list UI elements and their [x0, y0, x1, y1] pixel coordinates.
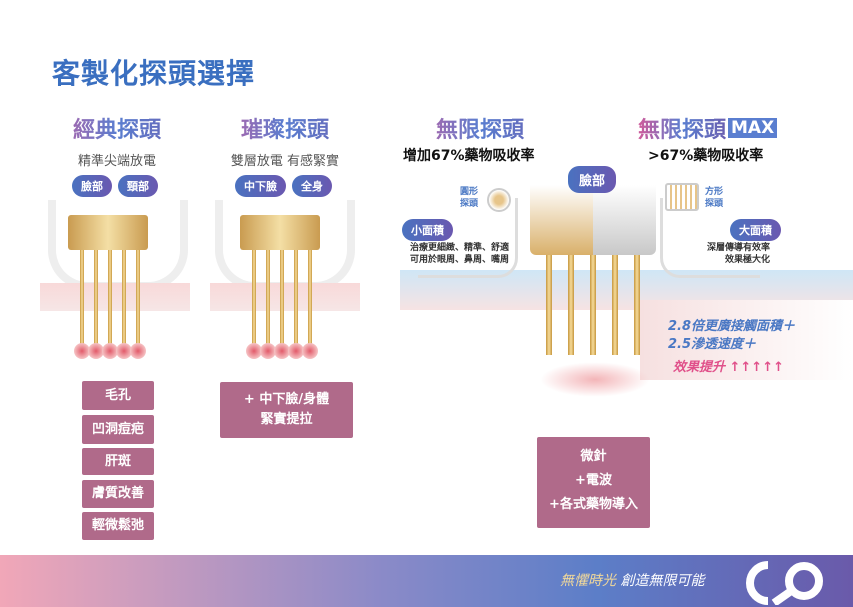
heat-ring-icon	[130, 343, 146, 359]
square-probe-half	[593, 185, 656, 255]
logo-icon	[746, 561, 823, 605]
large-area-tag: 大面積	[730, 219, 781, 241]
round-probe-label: 圓形 探頭	[460, 187, 479, 209]
slogan-b: 創造無限可能	[620, 573, 705, 589]
needle-icon	[590, 255, 596, 355]
needle-icon	[612, 255, 618, 355]
benefit-penetration: 2.5滲透速度＋	[668, 337, 757, 352]
heat-glow	[540, 362, 650, 397]
needle-icon	[136, 250, 140, 345]
infinite-probe-title: 無限探頭	[400, 112, 560, 144]
needle-icon	[308, 250, 312, 345]
label-melasma: 肝斑	[82, 448, 154, 475]
label-lower-face-body: + 中下臉/身體 緊實提拉	[220, 382, 353, 438]
tag-face: 臉部	[568, 166, 617, 193]
heat-ring-icon	[260, 343, 276, 359]
heat-ring-icon	[102, 343, 118, 359]
label-line: 緊實提拉	[260, 412, 313, 427]
label-line: +各式藥物導入	[549, 497, 638, 512]
needle-icon	[108, 250, 112, 345]
tag-neck: 頸部	[118, 175, 158, 197]
classic-probe-subtitle: 精準尖端放電	[77, 154, 156, 169]
small-area-tag: 小面積	[402, 219, 453, 241]
heat-ring-icon	[74, 343, 90, 359]
classic-probe-head	[68, 215, 148, 250]
label-acne-scars: 凹洞痘疤	[82, 415, 154, 444]
tag-full-body: 全身	[292, 175, 332, 197]
needle-icon	[546, 255, 552, 355]
skin-layer	[210, 283, 360, 311]
desc-line: 治療更細緻、精準、舒適	[410, 243, 510, 253]
label-line: + 中下臉/身體	[243, 392, 330, 407]
heat-ring-icon	[116, 343, 132, 359]
needle-icon	[634, 255, 640, 355]
footer-band: 無懼時光 創造無限可能	[0, 555, 853, 607]
page-title: 客製化探頭選擇	[52, 57, 256, 90]
brilliant-probe-subtitle: 雙層放電 有感緊實	[230, 154, 340, 169]
heat-ring-icon	[274, 343, 290, 359]
desc-line: 深層傳導有效率	[706, 243, 770, 253]
callout-line	[660, 198, 760, 278]
infinite-probe-subtitle: 增加67%藥物吸收率	[403, 148, 535, 164]
label-line: +電波	[575, 473, 612, 488]
heat-ring-icon	[88, 343, 104, 359]
needle-icon	[280, 250, 284, 345]
small-area-desc: 治療更細緻、精準、舒適 可用於眼周、鼻周、嘴周	[410, 242, 509, 266]
callout-line	[418, 198, 518, 278]
heat-ring-icon	[302, 343, 318, 359]
heat-ring-icon	[288, 343, 304, 359]
needle-icon	[122, 250, 126, 345]
needle-icon	[568, 255, 574, 355]
label-mild-sagging: 輕微鬆弛	[82, 512, 154, 540]
brilliant-probe-head	[240, 215, 320, 250]
heat-ring-icon	[246, 343, 262, 359]
skin-layer	[40, 283, 190, 311]
square-probe-label: 方形 探頭	[705, 187, 724, 209]
label-pores: 毛孔	[82, 381, 154, 410]
needle-icon	[266, 250, 270, 345]
large-area-desc: 深層傳導有效率 效果極大化	[690, 242, 770, 266]
max-badge: MAX	[728, 118, 778, 138]
needle-icon	[94, 250, 98, 345]
infinite-max-subtitle: >67%藥物吸收率	[648, 148, 764, 164]
brilliant-probe-title: 璀璨探頭	[205, 112, 365, 144]
square-probe-icon	[665, 183, 699, 211]
classic-probe-title: 經典探頭	[37, 112, 197, 144]
label-microneedle-rf: 微針 +電波 +各式藥物導入	[537, 437, 650, 528]
needle-icon	[252, 250, 256, 345]
needle-icon	[80, 250, 84, 345]
needle-icon	[294, 250, 298, 345]
benefit-contact-area: 2.8倍更廣接觸面積＋	[668, 319, 796, 334]
infinite-max-probe-title: 無限探頭	[638, 112, 726, 144]
desc-line: 效果極大化	[724, 255, 770, 265]
tag-face: 臉部	[72, 175, 112, 197]
skin-fade	[640, 300, 853, 380]
slogan-a: 無懼時光	[560, 573, 616, 589]
tag-lower-face: 中下臉	[235, 175, 286, 197]
desc-line: 可用於眼周、鼻周、嘴周	[410, 255, 510, 265]
round-probe-half	[530, 185, 593, 255]
round-probe-icon	[487, 188, 511, 212]
label-line: 微針	[580, 449, 607, 464]
label-skin-texture: 膚質改善	[82, 480, 154, 508]
effect-boost: 效果提升 ↑↑↑↑↑	[673, 360, 784, 375]
